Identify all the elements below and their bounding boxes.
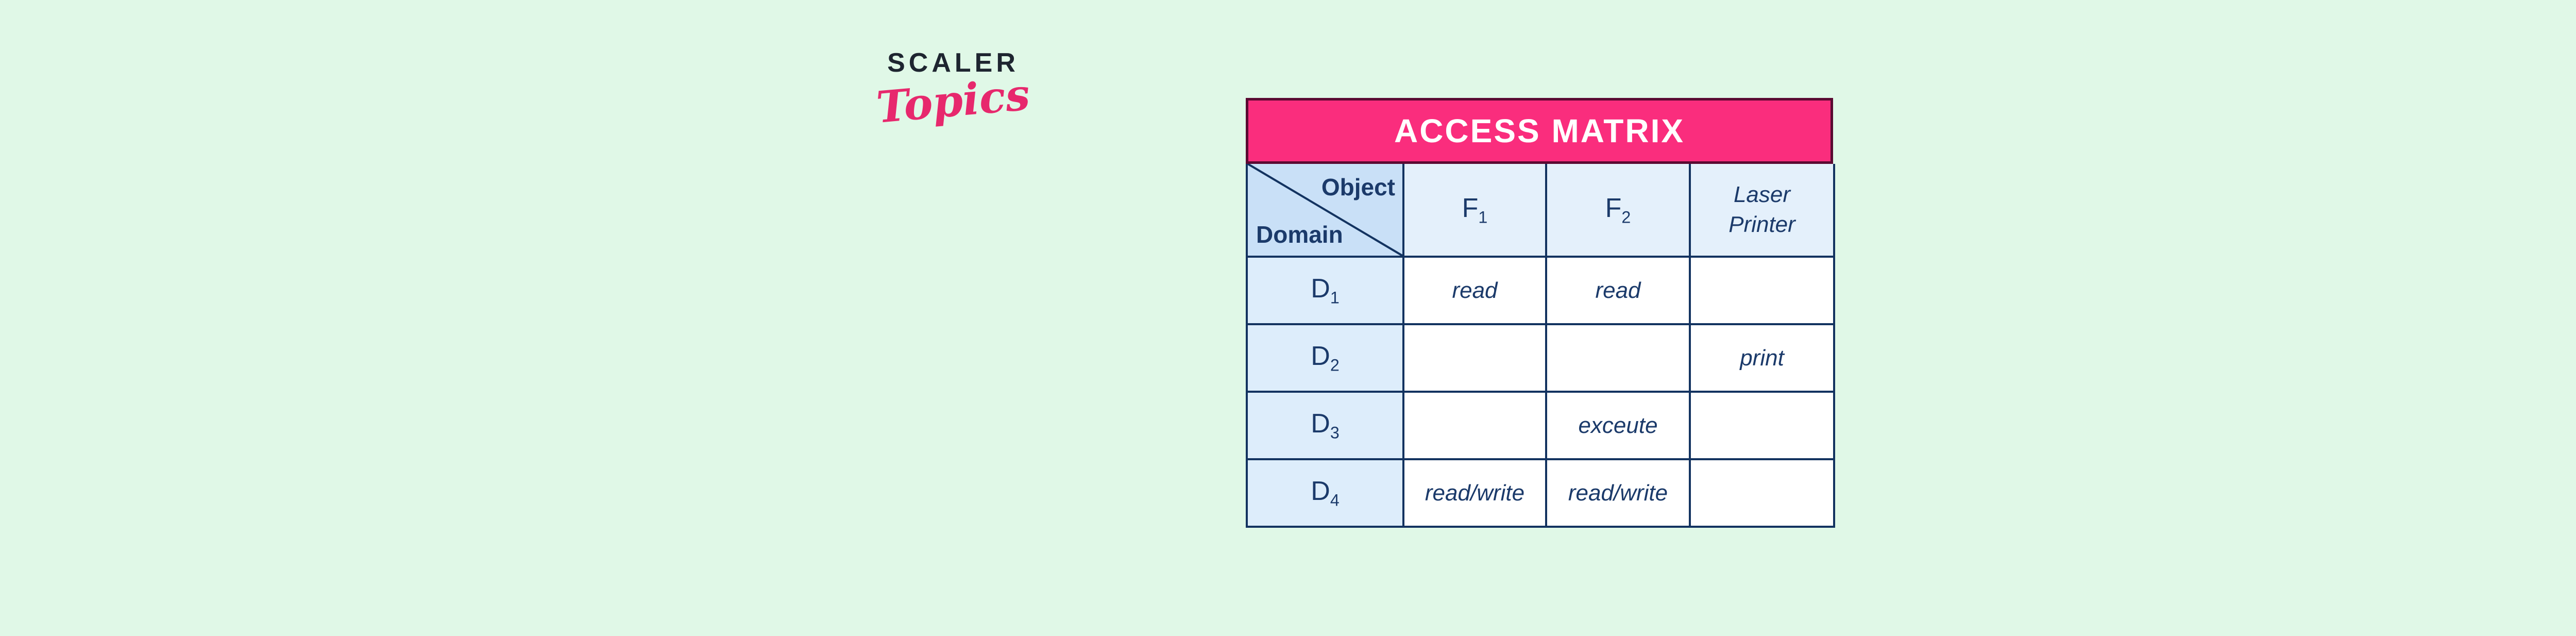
cell-d2-f2: [1545, 323, 1691, 393]
cell-d1-laser-printer: [1689, 256, 1835, 325]
cell-d3-f2: exceute: [1545, 391, 1691, 460]
label-subscript: 1: [1478, 208, 1488, 227]
cell-d2-laser-printer: print: [1689, 323, 1835, 393]
table-row-d1: D1 read read: [1246, 256, 1835, 325]
scaler-topics-logo: SCALER Topics: [871, 47, 1036, 133]
access-matrix-diagram: ACCESS MATRIX Object Domain F1 F2 Laser …: [1246, 98, 1835, 528]
header-row: Object Domain F1 F2 Laser Printer: [1246, 164, 1835, 258]
row-header-d4: D4: [1246, 458, 1404, 528]
cell-d4-f1: read/write: [1402, 458, 1547, 528]
object-axis-label: Object: [1321, 174, 1395, 200]
label-text: F: [1605, 193, 1622, 223]
label-text: D: [1311, 341, 1330, 372]
cell-d2-f1: [1402, 323, 1547, 393]
title-bar: ACCESS MATRIX: [1246, 98, 1833, 164]
diagram-title: ACCESS MATRIX: [1394, 112, 1685, 149]
table-row-d4: D4 read/write read/write: [1246, 458, 1835, 528]
label-text: F: [1462, 193, 1479, 223]
table-row-d3: D3 exceute: [1246, 391, 1835, 460]
table-row-d2: D2 print: [1246, 323, 1835, 393]
cell-d1-f1: read: [1402, 256, 1547, 325]
label-line-1: Laser: [1733, 181, 1791, 207]
brand-wordmark: SCALER: [887, 48, 1019, 78]
label-line-2: Printer: [1728, 212, 1795, 237]
label-text: D: [1311, 409, 1330, 439]
cell-d3-f1: [1402, 391, 1547, 460]
row-header-d3: D3: [1246, 391, 1404, 460]
cell-d4-f2: read/write: [1545, 458, 1691, 528]
label-text: D: [1311, 476, 1330, 507]
label-subscript: 1: [1330, 288, 1340, 307]
column-header-f2: F2: [1545, 164, 1691, 258]
label-subscript: 3: [1330, 423, 1340, 442]
matrix-grid: Object Domain F1 F2 Laser Printer D1 rea…: [1246, 164, 1835, 528]
label-subscript: 4: [1330, 491, 1340, 510]
label-text: D: [1311, 274, 1330, 304]
cell-d3-laser-printer: [1689, 391, 1835, 460]
cell-d4-laser-printer: [1689, 458, 1835, 528]
label-subscript: 2: [1621, 208, 1631, 227]
corner-cell: Object Domain: [1246, 164, 1404, 258]
domain-axis-label: Domain: [1256, 221, 1343, 248]
cell-d1-f2: read: [1545, 256, 1691, 325]
column-header-laser-printer: Laser Printer: [1689, 164, 1835, 258]
row-header-d2: D2: [1246, 323, 1404, 393]
column-header-f1: F1: [1402, 164, 1547, 258]
row-header-d1: D1: [1246, 256, 1404, 325]
label-subscript: 2: [1330, 356, 1340, 375]
diagonal-line: [1248, 164, 1402, 256]
